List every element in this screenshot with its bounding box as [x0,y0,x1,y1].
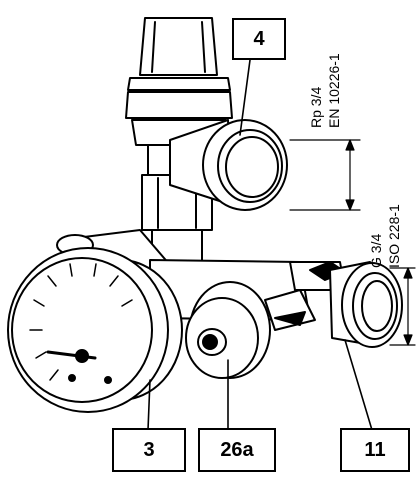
callout-3: 3 [112,428,186,472]
dimension-lines [289,139,416,346]
callout-4: 4 [232,18,286,60]
vent-knob [185,281,271,379]
lower-thread-label: G 3/4 [368,233,384,268]
pressure-gauge [7,247,183,413]
callout-11: 11 [340,428,410,472]
leader-lines [147,59,373,431]
upper-thread-label: Rp 3/4 [308,86,324,128]
callout-26a: 26a [198,428,276,472]
upper-standard-label: EN 10226-1 [326,53,342,128]
side-outlet [169,119,288,211]
right-outlet [329,261,403,348]
safety-valve-cap [125,17,233,146]
lower-standard-label: ISO 228-1 [386,204,402,268]
